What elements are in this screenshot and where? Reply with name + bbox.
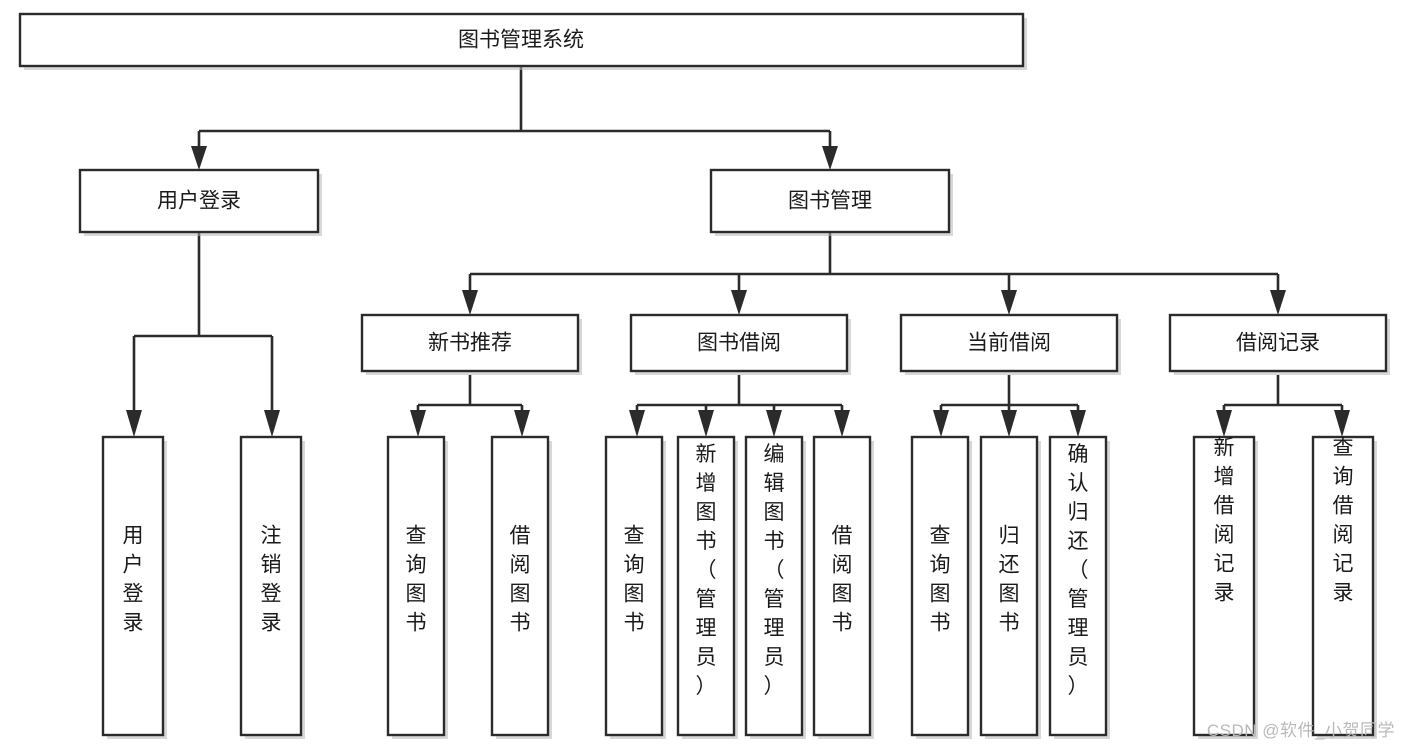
leaf-cb3-box[interactable] [1048,435,1108,737]
arrowhead-user-login [191,146,207,170]
arrowhead-leaf-user-login [126,410,142,437]
node-user-login-box[interactable] [78,168,320,234]
leaf-ul2-label: 注销登录 [261,525,282,635]
arrowhead-br-leaf-2 [1334,410,1350,437]
leaf-new-book-2[interactable]: 借阅图书 [490,435,552,739]
leaf-borrow-record-1[interactable]: 新增借阅记录 [1192,435,1258,740]
leaf-cb2-box[interactable] [979,435,1039,737]
leaf-bb4-box[interactable] [812,435,872,737]
leaf-bb1-label: 查询图书 [624,525,645,635]
leaf-nb2-box[interactable] [490,435,550,737]
leaf-br2-label: 查询借阅记录 [1333,437,1354,605]
leaf-user-login-1[interactable]: 用户登录 [101,435,167,739]
leaf-book-borrow-1[interactable]: 查询图书 [604,435,666,739]
node-book-manage[interactable]: 图书管理 [709,168,953,236]
arrowhead-new-book [462,290,478,315]
node-new-book-recommend[interactable]: 新书推荐 [360,313,582,375]
arrowhead-nb-leaf-1 [410,410,426,437]
leaf-nb1-box[interactable] [386,435,446,737]
node-borrow-record-label: 借阅记录 [1236,332,1320,355]
leaf-bb1-box[interactable] [604,435,664,737]
leaf-new-book-1[interactable]: 查询图书 [386,435,448,739]
leaf-current-borrow-2[interactable]: 归还图书 [979,435,1041,739]
node-book-manage-box[interactable] [709,168,951,234]
node-root[interactable]: 图书管理系统 [18,12,1027,70]
node-book-borrow[interactable]: 图书借阅 [629,313,851,375]
arrowhead-book-manage [822,146,838,170]
node-borrow-record-box[interactable] [1168,313,1388,373]
leaf-ul1-box[interactable] [101,435,165,737]
arrowhead-bb-leaf-2 [698,410,714,437]
leaf-cb3-label: 确认归还（管理员） [1068,443,1089,698]
leaf-bb4-label: 借阅图书 [832,525,853,635]
node-root-box[interactable] [18,12,1025,68]
connectors-layer [126,66,1350,437]
node-current-borrow[interactable]: 当前借阅 [899,313,1121,375]
leaf-user-login-2[interactable]: 注销登录 [239,435,305,739]
node-current-borrow-box[interactable] [899,313,1119,373]
arrowhead-br-leaf-1 [1216,410,1232,437]
leaf-book-borrow-3[interactable]: 编辑图书（管理员） [744,435,806,739]
leaf-nb1-label: 查询图书 [406,525,427,635]
leaf-cb1-label: 查询图书 [930,525,951,635]
node-user-login-label: 用户登录 [157,190,241,213]
arrowhead-bb-leaf-4 [834,410,850,437]
arrowhead-book-borrow [731,290,747,315]
node-borrow-record[interactable]: 借阅记录 [1168,313,1390,375]
arrowhead-current-borrow [1001,290,1017,315]
arrowhead-cb-leaf-3 [1070,410,1086,437]
node-current-borrow-label: 当前借阅 [967,332,1051,355]
leaf-br1-label: 新增借阅记录 [1214,437,1235,605]
leaf-br1-box[interactable] [1192,435,1256,737]
leaf-bb2-label: 新增图书（管理员） [696,443,717,698]
leaf-borrow-record-2[interactable]: 查询借阅记录 [1311,435,1377,740]
leaf-current-borrow-1[interactable]: 查询图书 [910,435,972,739]
arrowhead-cb-leaf-1 [933,410,949,437]
arrowhead-bb-leaf-3 [766,410,782,437]
leaf-ul2-box[interactable] [239,435,303,737]
arrowhead-borrow-record [1270,290,1286,315]
node-new-book-label: 新书推荐 [428,332,512,355]
leaf-book-borrow-2[interactable]: 新增图书（管理员） [676,435,738,739]
leaf-br2-box[interactable] [1311,435,1375,737]
node-book-borrow-box[interactable] [629,313,849,373]
node-root-label: 图书管理系统 [458,29,584,52]
leaf-bb3-box[interactable] [744,435,804,737]
arrowhead-nb-leaf-2 [514,410,530,437]
leaf-ul1-label: 用户登录 [123,525,144,635]
node-book-borrow-label: 图书借阅 [697,332,781,355]
leaf-nb2-label: 借阅图书 [510,525,531,635]
leaf-current-borrow-3[interactable]: 确认归还（管理员） [1048,435,1110,739]
leaf-cb2-label: 归还图书 [999,525,1020,635]
leaf-bb2-box[interactable] [676,435,736,737]
arrowhead-leaf-logout [264,410,280,437]
arrowhead-bb-leaf-1 [629,410,645,437]
leaf-book-borrow-4[interactable]: 借阅图书 [812,435,874,739]
leaf-cb1-box[interactable] [910,435,970,737]
node-book-manage-label: 图书管理 [788,190,872,213]
node-new-book-box[interactable] [360,313,580,373]
leaf-bb3-label: 编辑图书（管理员） [764,443,785,698]
node-user-login[interactable]: 用户登录 [78,168,322,236]
arrowhead-cb-leaf-2 [1001,410,1017,437]
